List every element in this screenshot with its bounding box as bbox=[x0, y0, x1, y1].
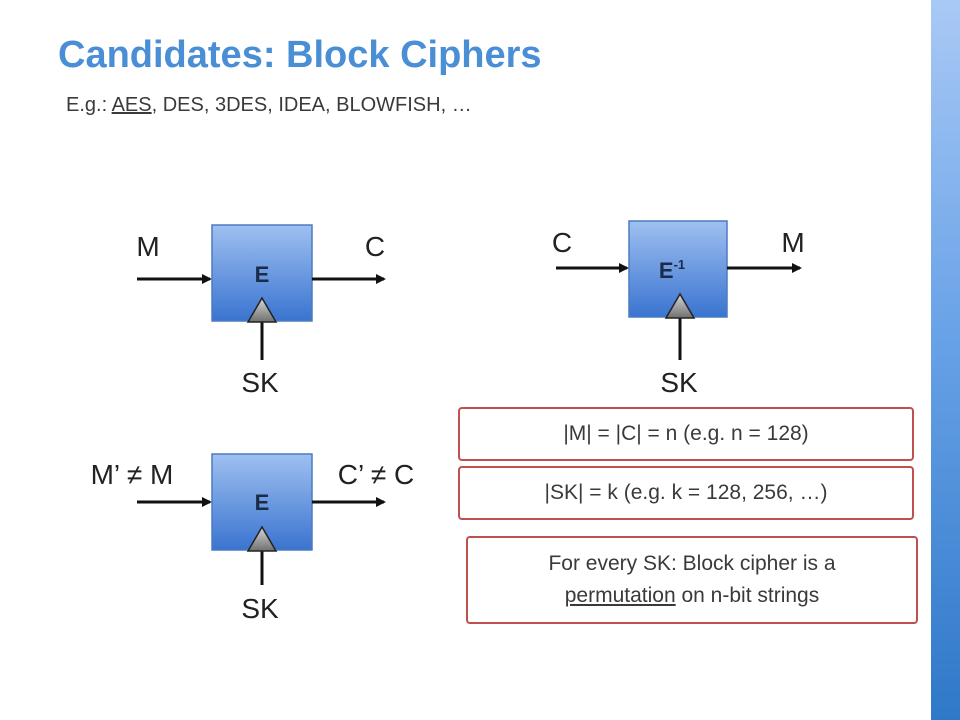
permutation-highlight: permutation bbox=[564, 584, 676, 607]
decryption-block: E-1 C M SK bbox=[552, 220, 805, 398]
permutation-note-line2: permutation on n-bit strings bbox=[565, 580, 819, 612]
output-label: C bbox=[365, 231, 385, 262]
key-input-triangle-icon bbox=[246, 296, 278, 323]
subtitle-highlight: AES bbox=[111, 94, 152, 116]
cipher-box-label: E-1 bbox=[659, 257, 685, 283]
side-accent-bar bbox=[931, 0, 960, 720]
block-size-note: |M| = |C| = n (e.g. n = 128) bbox=[458, 407, 914, 461]
encryption-block-different-input: E M’ ≠ M C’ ≠ C SK bbox=[91, 453, 415, 624]
input-label: C bbox=[552, 227, 572, 258]
subtitle-prefix: E.g.: bbox=[66, 94, 112, 116]
output-label: C’ ≠ C bbox=[338, 459, 415, 490]
cipher-box-label: E bbox=[255, 490, 270, 515]
cipher-box-label-sup: -1 bbox=[674, 257, 686, 272]
output-label: M bbox=[781, 227, 804, 258]
key-input-triangle-icon bbox=[664, 292, 696, 319]
permutation-note-line1: For every SK: Block cipher is a bbox=[548, 552, 836, 575]
slide-title: Candidates: Block Ciphers bbox=[58, 34, 542, 76]
slide-subtitle: E.g.: AES, DES, 3DES, IDEA, BLOWFISH, … bbox=[66, 94, 472, 117]
input-label: M’ ≠ M bbox=[91, 459, 174, 490]
cipher-box-label: E bbox=[255, 262, 270, 287]
key-size-note: |SK| = k (e.g. k = 128, 256, …) bbox=[458, 466, 914, 520]
subtitle-rest: , DES, 3DES, IDEA, BLOWFISH, … bbox=[151, 94, 472, 116]
cipher-diagram: E M C SK E-1 C M SK E M’ ≠ M C’ ≠ C SK bbox=[91, 220, 805, 624]
permutation-note: For every SK: Block cipher is a permutat… bbox=[466, 536, 918, 624]
encryption-block: E M C SK bbox=[136, 224, 386, 398]
key-label: SK bbox=[660, 367, 698, 398]
input-label: M bbox=[136, 231, 159, 262]
key-input-triangle-icon bbox=[246, 525, 278, 552]
key-label: SK bbox=[241, 367, 279, 398]
permutation-line2-rest: on n-bit strings bbox=[675, 584, 820, 607]
key-label: SK bbox=[241, 593, 279, 624]
cipher-box-label-base: E bbox=[659, 258, 674, 283]
